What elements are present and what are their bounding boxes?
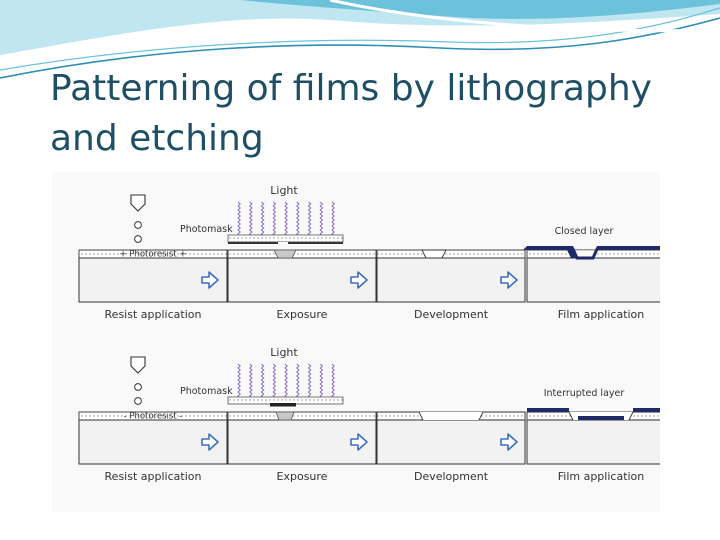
- light-ray: [237, 201, 241, 239]
- substrate: [526, 257, 660, 303]
- film-segment-right: [633, 408, 660, 412]
- light-ray: [249, 201, 253, 239]
- step-label: Film application: [558, 308, 645, 321]
- photomask-plate: [227, 234, 344, 243]
- wave-line-3: [329, 0, 720, 33]
- light-label: Light: [270, 346, 298, 359]
- remaining-resist-left: [526, 411, 574, 421]
- light-ray: [237, 363, 241, 401]
- step-label: Film application: [558, 470, 645, 483]
- photoresist-label: - Photoresist -: [124, 412, 183, 422]
- substrate: [526, 419, 660, 465]
- light-label: Light: [270, 184, 298, 197]
- photoresist-layer: [78, 249, 228, 259]
- flow-arrow-icon: [350, 433, 368, 451]
- light-ray: [284, 201, 288, 239]
- flow-arrow-icon: [500, 271, 518, 289]
- droplet-icon: [134, 235, 142, 243]
- film-segment-left: [527, 408, 569, 412]
- photoresist-layer: [376, 249, 526, 259]
- light-ray: [307, 201, 312, 239]
- closed-film-layer: [523, 246, 660, 258]
- dispenser-nozzle-icon: [130, 356, 146, 374]
- wave-line-2: [0, 7, 720, 71]
- flow-arrow-icon: [201, 433, 219, 451]
- step-label: Exposure: [277, 308, 328, 321]
- step-label: Exposure: [277, 470, 328, 483]
- flow-arrow-icon: [201, 271, 219, 289]
- light-ray: [272, 363, 277, 401]
- remaining-resist-right: [628, 411, 660, 421]
- droplet-icon: [134, 383, 142, 391]
- photoresist-layer: [227, 249, 377, 259]
- flow-arrow-icon: [500, 433, 518, 451]
- droplet-icon: [134, 221, 142, 229]
- step-label: Development: [414, 470, 489, 483]
- light-ray: [319, 363, 324, 401]
- photoresist-layer: [227, 411, 377, 421]
- remaining-resist-right: [478, 411, 526, 421]
- light-ray: [249, 363, 253, 401]
- film-in-trench: [571, 248, 599, 260]
- remaining-resist-left: [376, 411, 424, 421]
- light-ray: [260, 201, 265, 239]
- film-segment-bottom: [578, 416, 624, 420]
- photomask-label: Photomask: [180, 386, 233, 397]
- photoresist-label: + Photoresist +: [120, 250, 187, 260]
- flow-arrow-icon: [350, 271, 368, 289]
- photomask-opaque-bar: [270, 403, 296, 407]
- layer-label: Interrupted layer: [544, 388, 625, 399]
- resist-removed-area: [377, 412, 525, 420]
- light-ray: [296, 363, 300, 401]
- light-ray: [296, 201, 300, 239]
- step-label: Resist application: [105, 470, 202, 483]
- photoresist-layer: [78, 411, 228, 421]
- dispenser-nozzle-icon: [130, 194, 146, 212]
- photomask-label: Photomask: [180, 224, 233, 235]
- photomask-opening: [278, 242, 288, 244]
- light-ray: [284, 363, 288, 401]
- slide-title: Patterning of films by lithography and e…: [50, 64, 690, 164]
- light-ray: [307, 363, 312, 401]
- slide-title-line-2: and etching: [50, 118, 264, 159]
- layer-label: Closed layer: [555, 226, 614, 237]
- light-ray: [319, 201, 324, 239]
- light-ray: [331, 363, 335, 401]
- step-label: Resist application: [105, 308, 202, 321]
- photomask-plate: [227, 396, 344, 405]
- exposed-resist-region: [273, 249, 297, 259]
- unexposed-resist-region: [275, 411, 295, 421]
- droplet-icon: [134, 397, 142, 405]
- light-ray: [272, 201, 277, 239]
- developed-trench: [421, 249, 447, 259]
- light-ray: [260, 363, 265, 401]
- light-ray: [331, 201, 335, 239]
- step-label: Development: [414, 308, 489, 321]
- slide-title-line-1: Patterning of films by lithography: [50, 68, 652, 109]
- wave-line-1: [0, 17, 720, 79]
- header-waves: [0, 0, 720, 79]
